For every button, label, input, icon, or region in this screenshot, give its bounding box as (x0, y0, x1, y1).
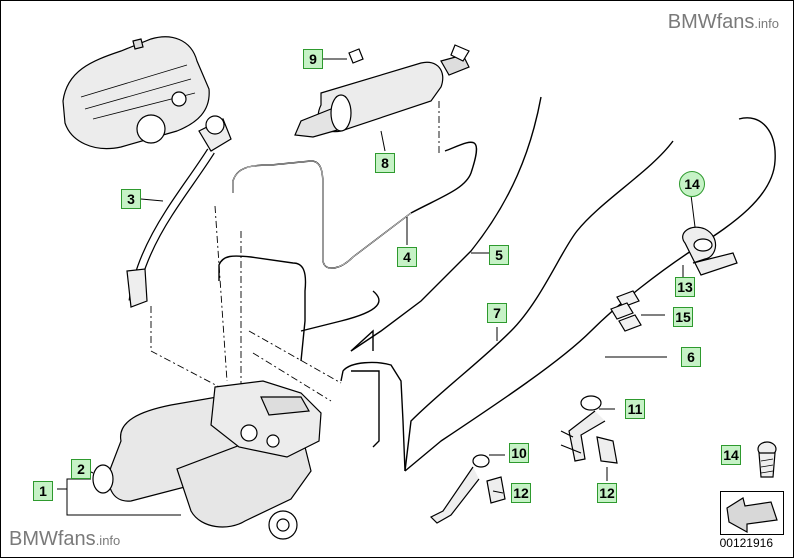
cylinder-8 (294, 44, 470, 138)
callout-leaders (57, 58, 696, 516)
bracket-10 (429, 454, 506, 524)
callout-14-circle[interactable]: 14 (679, 171, 705, 197)
watermark-brand: BMWfans (667, 11, 755, 33)
callout-10[interactable]: 10 (509, 443, 529, 463)
hydraulic-unit (92, 380, 322, 540)
callout-2[interactable]: 2 (71, 459, 91, 479)
watermark-top: BMWfans.info (668, 11, 779, 34)
callout-5[interactable]: 5 (489, 245, 509, 265)
direction-arrow-icon (726, 497, 778, 534)
watermark-suffix: .info (95, 533, 121, 548)
callout-8[interactable]: 8 (375, 153, 395, 173)
hose-3 (126, 115, 232, 308)
callout-3[interactable]: 3 (121, 189, 141, 209)
callout-13[interactable]: 13 (675, 277, 695, 297)
watermark-brand: BMWfans (9, 528, 96, 550)
leader-lines (150, 101, 440, 402)
callout-4[interactable]: 4 (397, 247, 417, 267)
lines-4-5 (218, 96, 542, 362)
bolt-14 (757, 441, 777, 478)
callout-6[interactable]: 6 (681, 347, 701, 367)
watermark-suffix: .info (754, 16, 779, 31)
callout-11[interactable]: 11 (625, 399, 645, 419)
watermark-bottom: BMWfans.info (9, 528, 120, 551)
callout-14-box[interactable]: 14 (721, 445, 741, 465)
lines-6-7 (340, 117, 776, 472)
callout-1[interactable]: 1 (33, 481, 53, 501)
clip-15 (610, 290, 642, 332)
callout-12-right[interactable]: 12 (597, 483, 617, 503)
reservoir-cover (62, 36, 210, 150)
callout-12-left[interactable]: 12 (511, 483, 531, 503)
callout-9[interactable]: 9 (303, 49, 323, 69)
callout-7[interactable]: 7 (487, 303, 507, 323)
direction-arrow-box (720, 491, 784, 535)
bracket-11 (560, 395, 618, 464)
callout-15[interactable]: 15 (673, 307, 693, 327)
document-id: 00121916 (719, 536, 773, 550)
clip-14-bracket (682, 226, 738, 276)
